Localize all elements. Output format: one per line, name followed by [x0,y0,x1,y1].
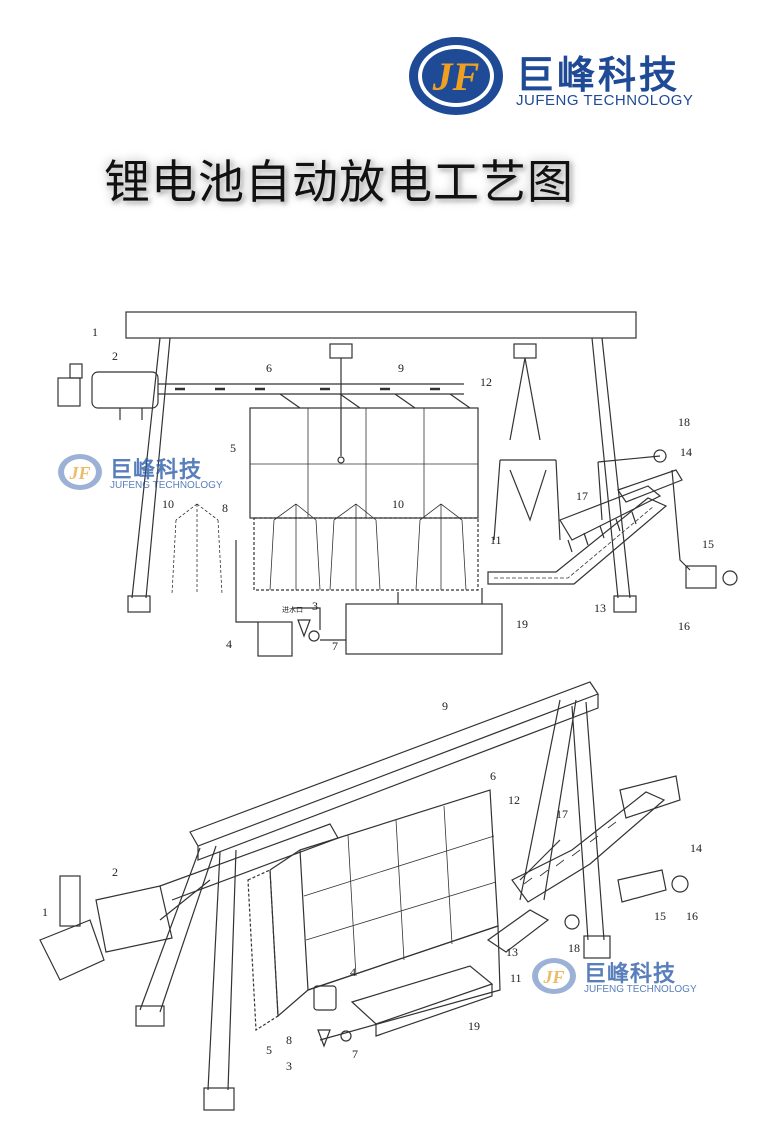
fan [653,449,667,463]
front-view-diagram: 进水口 [57,311,738,657]
fan-stack [59,875,81,927]
conveyor [487,497,668,585]
callout-label: 9 [398,361,404,375]
callout-label: 17 [556,807,568,821]
grab-basket [493,459,561,541]
callout-label: 10 [392,497,404,511]
filter [297,619,311,638]
brand-name-cn: 巨峰科技 [516,53,681,97]
callout-label: 9 [442,699,448,713]
hoist [329,343,353,359]
callout-label: 11 [490,533,502,547]
gantry-leg-left [131,337,171,599]
pump [308,630,320,642]
svg-text:JF: JF [542,967,564,987]
water-tank [249,407,479,519]
hopper [559,485,662,541]
filter-tank [257,621,293,657]
callout-label: 7 [332,639,338,653]
gantry-beam [125,311,637,339]
callout-label: 16 [686,909,698,923]
water-tank [299,789,499,991]
callout-label: 1 [42,905,48,919]
callout-label: 6 [490,769,496,783]
discharge-tank [269,849,309,1018]
callout-label: 16 [678,619,690,633]
callout-label: 10 [162,497,174,511]
hoist [513,343,537,359]
water-inlet-text: 进水口 [282,605,303,614]
callout-label: 2 [112,865,118,879]
dust-collector [91,371,159,409]
jufeng-logo-icon: JF [409,37,503,115]
page-title: 锂电池自动放电工艺图 [104,155,574,209]
callout-label: 19 [468,1019,480,1033]
callout-label: 5 [266,1043,272,1057]
callout-label: 13 [594,601,606,615]
sump-tank [345,603,503,655]
fan [57,377,81,407]
callout-label: 3 [312,599,318,613]
callout-label: 12 [480,375,492,389]
callout-label: 17 [576,489,588,503]
lower-tank [307,925,501,1041]
motor [617,869,667,903]
svg-text:JF: JF [68,463,90,483]
pump [340,1030,352,1042]
callout-label: 3 [286,1059,292,1073]
callout-label: 5 [230,441,236,455]
callout-label: 13 [506,945,518,959]
brand-name-en: JUFENG TECHNOLOGY [516,92,694,109]
gantry-leg-right [591,337,631,599]
callout-label: 18 [678,415,690,429]
callout-label: 6 [266,361,272,375]
callout-label: 7 [352,1047,358,1061]
callout-label: 2 [112,349,118,363]
watermark: JF 巨峰科技 JUFENG TECHNOLOGY [56,452,256,496]
filter [317,1029,331,1048]
callout-label: 4 [350,965,356,979]
callout-label: 12 [508,793,520,807]
callout-label: 8 [222,501,228,515]
gantry-beam [189,681,599,847]
callout-label: 4 [226,637,232,651]
callout-label: 8 [286,1033,292,1047]
callout-label: 19 [516,617,528,631]
isometric-view-diagram [39,681,689,1111]
filter-tank [313,985,337,1011]
discharge-tank [253,517,479,591]
leg-foot-left [127,595,151,613]
hopper [619,775,681,819]
fan [671,875,689,893]
logo-mark-text: JF [432,54,480,99]
watermark-name-en: JUFENG TECHNOLOGY [110,480,223,491]
callout-label: 1 [92,325,98,339]
watermark: JF 巨峰科技 JUFENG TECHNOLOGY [530,956,730,1000]
leg-foot-right [613,595,637,613]
jufeng-logo-icon: JF [532,958,576,994]
callout-label: 15 [654,909,666,923]
callout-label: 18 [568,941,580,955]
brand-logo: JF 巨峰科技 JUFENG TECHNOLOGY [406,30,736,122]
dust-collector [95,885,173,953]
callout-label: 14 [690,841,702,855]
watermark-name-cn: 巨峰科技 [110,458,203,483]
gantry-leg-left [139,845,217,1013]
watermark-name-en: JUFENG TECHNOLOGY [584,984,697,995]
jufeng-logo-icon: JF [58,454,102,490]
sump-tank [350,965,494,1025]
gantry-leg-right [519,699,605,941]
watermark-name-cn: 巨峰科技 [584,962,677,987]
exhaust-duct [158,383,464,395]
callout-label: 11 [510,971,522,985]
fan [39,919,105,981]
callout-label: 15 [702,537,714,551]
gantry-leg-left [207,849,237,1091]
callout-label: 14 [680,445,692,459]
conveyor [511,791,666,903]
motor [685,565,717,589]
